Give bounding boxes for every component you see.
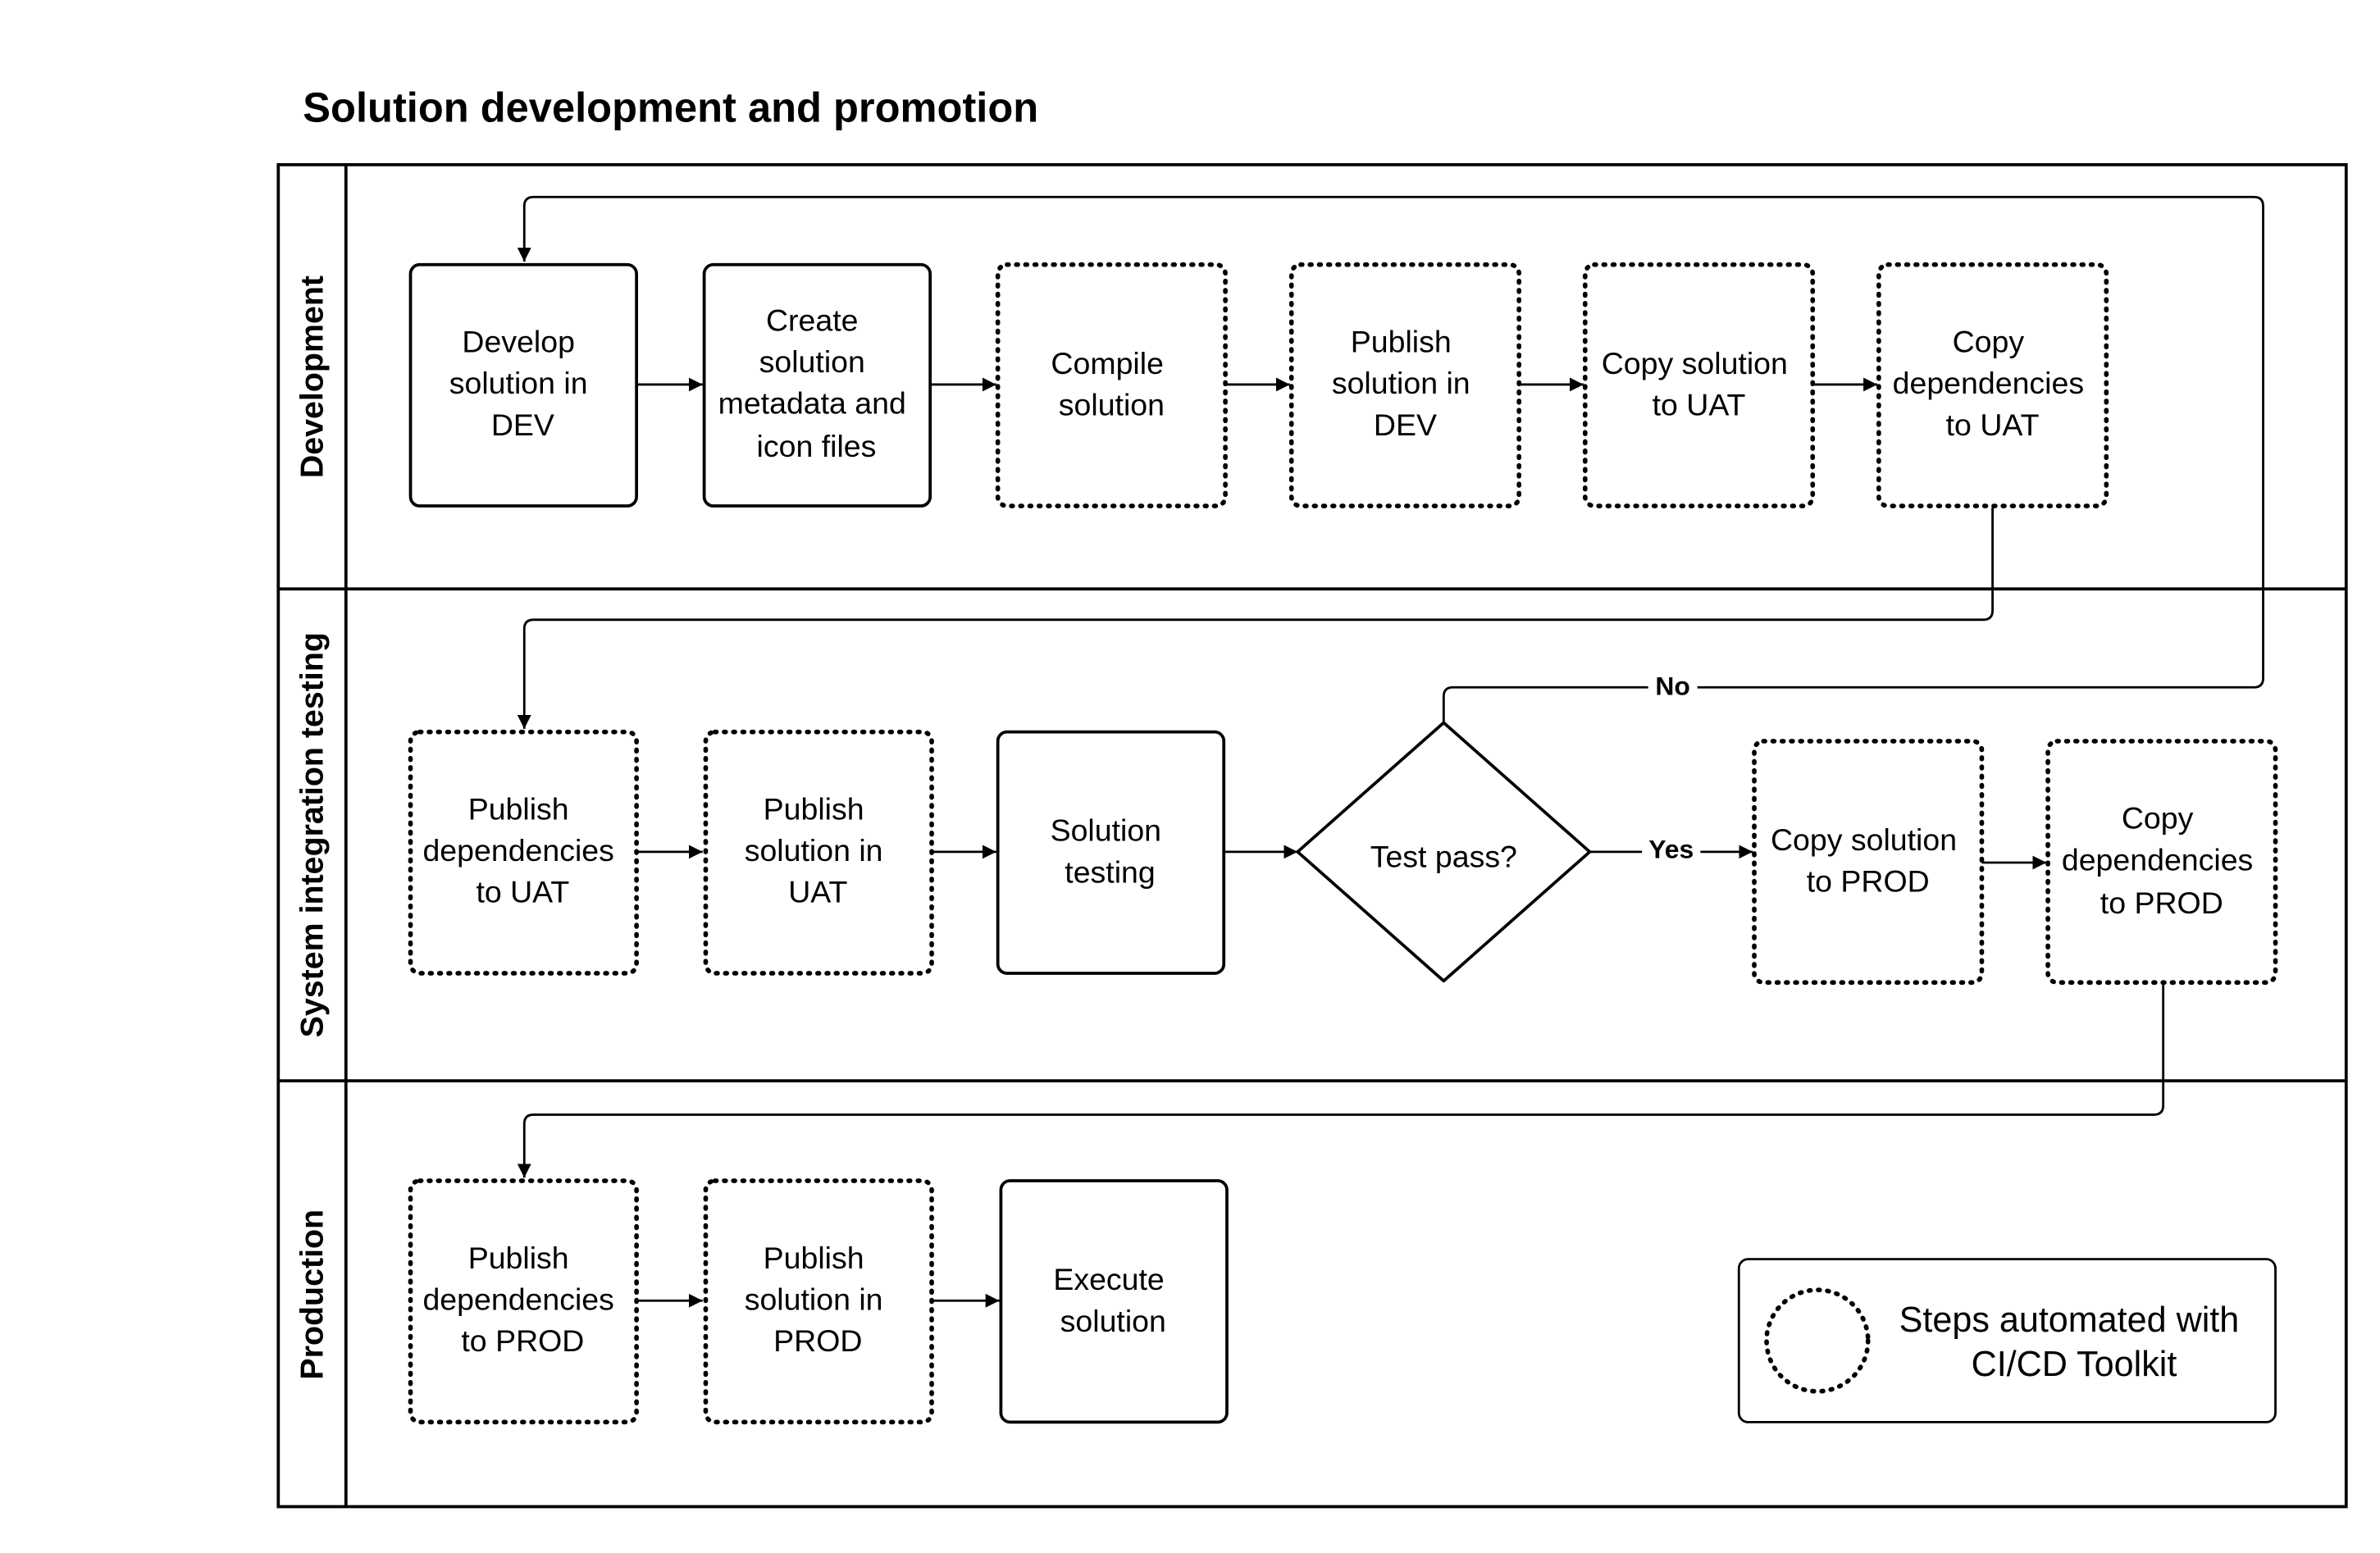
svg-text:Copy dependencies: Copy dependencies to PROD bbox=[2062, 801, 2262, 920]
arrow-decision-no-loop bbox=[517, 195, 2264, 723]
decision-test-pass: Test pass? bbox=[1296, 721, 1592, 983]
node-create-solution-metadata: Create solution metadata and icon files bbox=[702, 262, 932, 508]
svg-text:Execute solution: Execute solution bbox=[1053, 1262, 1173, 1338]
svg-text:Test pass?: Test pass? bbox=[1370, 840, 1517, 874]
node-execute-solution: Execute solution bbox=[999, 1179, 1229, 1424]
svg-text:Publish dependencies: Publish dependencies to PROD bbox=[422, 1241, 622, 1358]
edge-label-no: No bbox=[1655, 672, 1689, 701]
lane-label-development: Development bbox=[294, 276, 331, 478]
legend: Steps automated with CI/CD Toolkit bbox=[1737, 1258, 2277, 1423]
svg-text:Copy solution to UAT: Copy solution to UAT bbox=[1602, 346, 1797, 422]
edge-label-yes: Yes bbox=[1648, 834, 1694, 863]
svg-text:Copy dependencies: Copy dependencies to UAT bbox=[1893, 325, 2093, 442]
node-copy-dependencies-to-prod: Copy dependencies to PROD bbox=[2045, 739, 2278, 986]
arrow-copy-deps-prod-to-publish-deps-prod bbox=[517, 984, 2165, 1178]
node-develop-solution-in-dev: Develop solution in DEV bbox=[408, 262, 638, 508]
svg-text:Solution testing: Solution testing bbox=[1051, 813, 1170, 890]
svg-text:Publish solution in: Publish solution in PROD bbox=[745, 1241, 891, 1358]
svg-text:Develop solution in: Develop solution in DEV bbox=[449, 325, 596, 442]
node-publish-dependencies-to-prod: Publish dependencies to PROD bbox=[408, 1178, 639, 1425]
arrow-copy-deps-uat-to-publish-deps-uat bbox=[517, 507, 1994, 729]
svg-text:Publish solution in: Publish solution in DEV bbox=[1332, 325, 1479, 442]
node-publish-solution-in-uat: Publish solution in UAT bbox=[703, 729, 934, 976]
node-copy-solution-to-uat: Copy solution to UAT bbox=[1582, 262, 1816, 508]
swimlane-frame bbox=[276, 163, 2348, 1509]
legend-dotted-circle-icon bbox=[1764, 1287, 1871, 1394]
node-compile-solution: Compile solution bbox=[995, 262, 1228, 508]
node-copy-solution-to-prod: Copy solution to PROD bbox=[1752, 739, 1985, 986]
node-publish-solution-in-prod: Publish solution in PROD bbox=[703, 1178, 934, 1425]
svg-text:Publish solution in: Publish solution in UAT bbox=[745, 791, 891, 909]
svg-text:Compile solution: Compile solution bbox=[1051, 346, 1172, 422]
svg-text:Publish dependencies: Publish dependencies to UAT bbox=[422, 791, 622, 909]
node-copy-dependencies-to-uat: Copy dependencies to UAT bbox=[1876, 262, 2109, 508]
lane-label-production: Production bbox=[294, 1209, 331, 1380]
page-title: Solution development and promotion bbox=[303, 84, 1038, 130]
svg-text:Create solution me: Create solution metadata and icon files bbox=[718, 303, 915, 463]
node-publish-solution-in-dev: Publish solution in DEV bbox=[1288, 262, 1521, 508]
svg-text:Copy solution to PROD: Copy solution to PROD bbox=[1771, 822, 1966, 899]
node-publish-dependencies-to-uat: Publish dependencies to UAT bbox=[408, 729, 639, 976]
lane-label-system-integration-testing: System integration testing bbox=[294, 632, 331, 1037]
svg-text:Steps automated with CI/: Steps automated with CI/CD Toolkit bbox=[1899, 1300, 2250, 1384]
node-solution-testing: Solution testing bbox=[996, 730, 1226, 975]
